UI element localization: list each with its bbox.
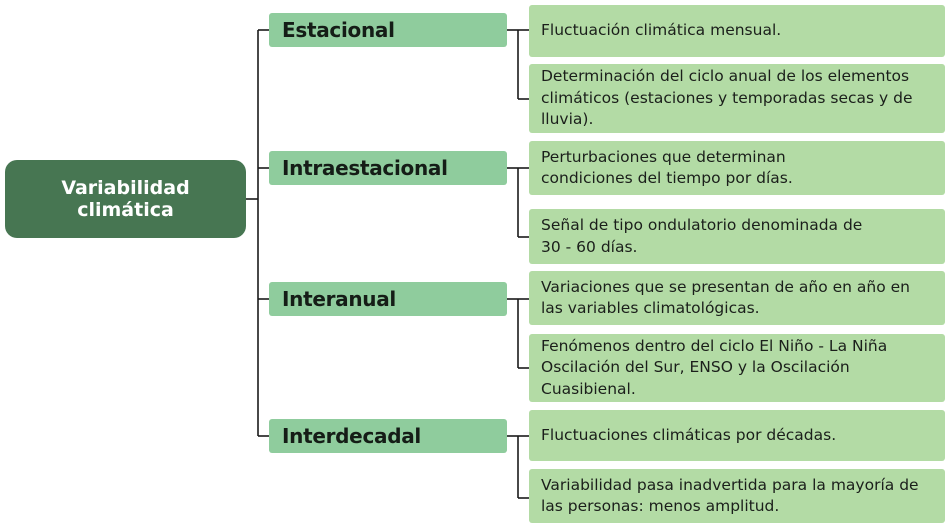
description-box: Variaciones que se presentan de año en a… (529, 271, 945, 325)
description-text: Determinación del ciclo anual de los ele… (541, 67, 913, 129)
category-label: Intraestacional (282, 156, 448, 180)
category-label: Estacional (282, 18, 395, 42)
category-label: Interanual (282, 287, 396, 311)
description-text: Variabilidad pasa inadvertida para la ma… (541, 475, 919, 516)
category-estacional: Estacional (269, 13, 507, 47)
description-box: Variabilidad pasa inadvertida para la ma… (529, 469, 945, 523)
description-text: Fluctuaciones climáticas por décadas. (541, 425, 837, 444)
description-box: Fluctuaciones climáticas por décadas. (529, 410, 945, 461)
description-text: Fenómenos dentro del ciclo El Niño - La … (541, 336, 888, 398)
description-text: Perturbaciones que determinan condicione… (541, 147, 793, 188)
category-intraestacional: Intraestacional (269, 151, 507, 185)
description-box: Perturbaciones que determinan condicione… (529, 141, 945, 195)
description-box: Fenómenos dentro del ciclo El Niño - La … (529, 334, 945, 402)
category-interdecadal: Interdecadal (269, 419, 507, 453)
description-text: Fluctuación climática mensual. (541, 21, 782, 40)
category-label: Interdecadal (282, 424, 421, 448)
category-interanual: Interanual (269, 282, 507, 316)
description-text: Variaciones que se presentan de año en a… (541, 277, 910, 318)
description-text: Señal de tipo ondulatorio denominada de … (541, 216, 863, 256)
description-box: Fluctuación climática mensual. (529, 5, 945, 57)
description-box: Señal de tipo ondulatorio denominada de … (529, 209, 945, 264)
root-label: Variabilidad climática (61, 177, 190, 221)
description-box: Determinación del ciclo anual de los ele… (529, 64, 945, 133)
root-node: Variabilidad climática (5, 160, 246, 238)
